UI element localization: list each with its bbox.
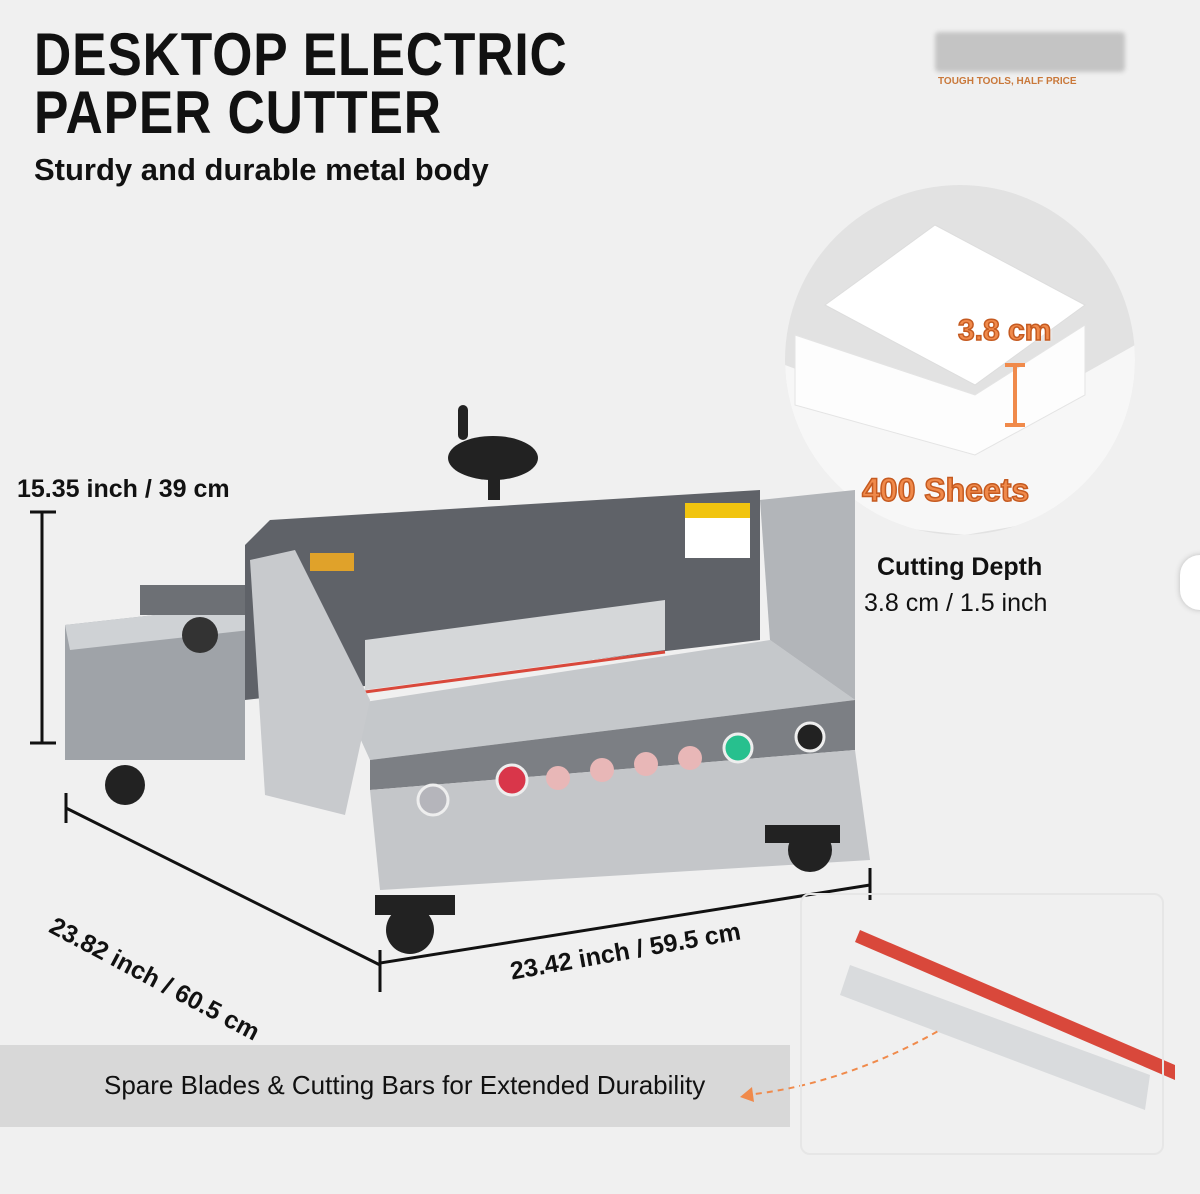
- spare-blades-inset: [800, 893, 1164, 1155]
- sheets-label: 400 Sheets: [861, 471, 1030, 509]
- paper-stack-image: [785, 185, 1135, 535]
- start-button-icon: [722, 732, 754, 764]
- spare-blades-illustration: [740, 930, 1175, 1110]
- height-dimension: 15.35 inch / 39 cm: [17, 475, 230, 503]
- brand-slogan: TOUGH TOOLS, HALF PRICE: [938, 76, 1077, 87]
- warning-icon: [546, 766, 570, 790]
- page-title: DESKTOP ELECTRIC PAPER CUTTER: [34, 21, 568, 146]
- carousel-next-button[interactable]: [1180, 555, 1200, 610]
- paper-stack-illustration: [785, 224, 1135, 535]
- power-button-icon: [794, 721, 826, 753]
- knob-icon: [416, 783, 450, 817]
- warning-icon: [678, 746, 702, 770]
- dimension-lines: [30, 510, 872, 992]
- thickness-label: 3.8 cm: [957, 313, 1052, 348]
- warning-icon: [590, 758, 614, 782]
- brand-logo: [935, 32, 1125, 72]
- arrow-icon: [740, 1087, 754, 1102]
- cutting-depth-title: Cutting Depth: [877, 553, 1043, 581]
- warning-icon: [634, 752, 658, 776]
- cutting-depth-value: 3.8 cm / 1.5 inch: [864, 589, 1048, 617]
- banner-text: Spare Blades & Cutting Bars for Extended…: [104, 1070, 706, 1100]
- subtitle: Sturdy and durable metal body: [34, 152, 489, 187]
- thickness-marker-icon: [1005, 363, 1025, 427]
- stop-button-icon: [495, 763, 529, 797]
